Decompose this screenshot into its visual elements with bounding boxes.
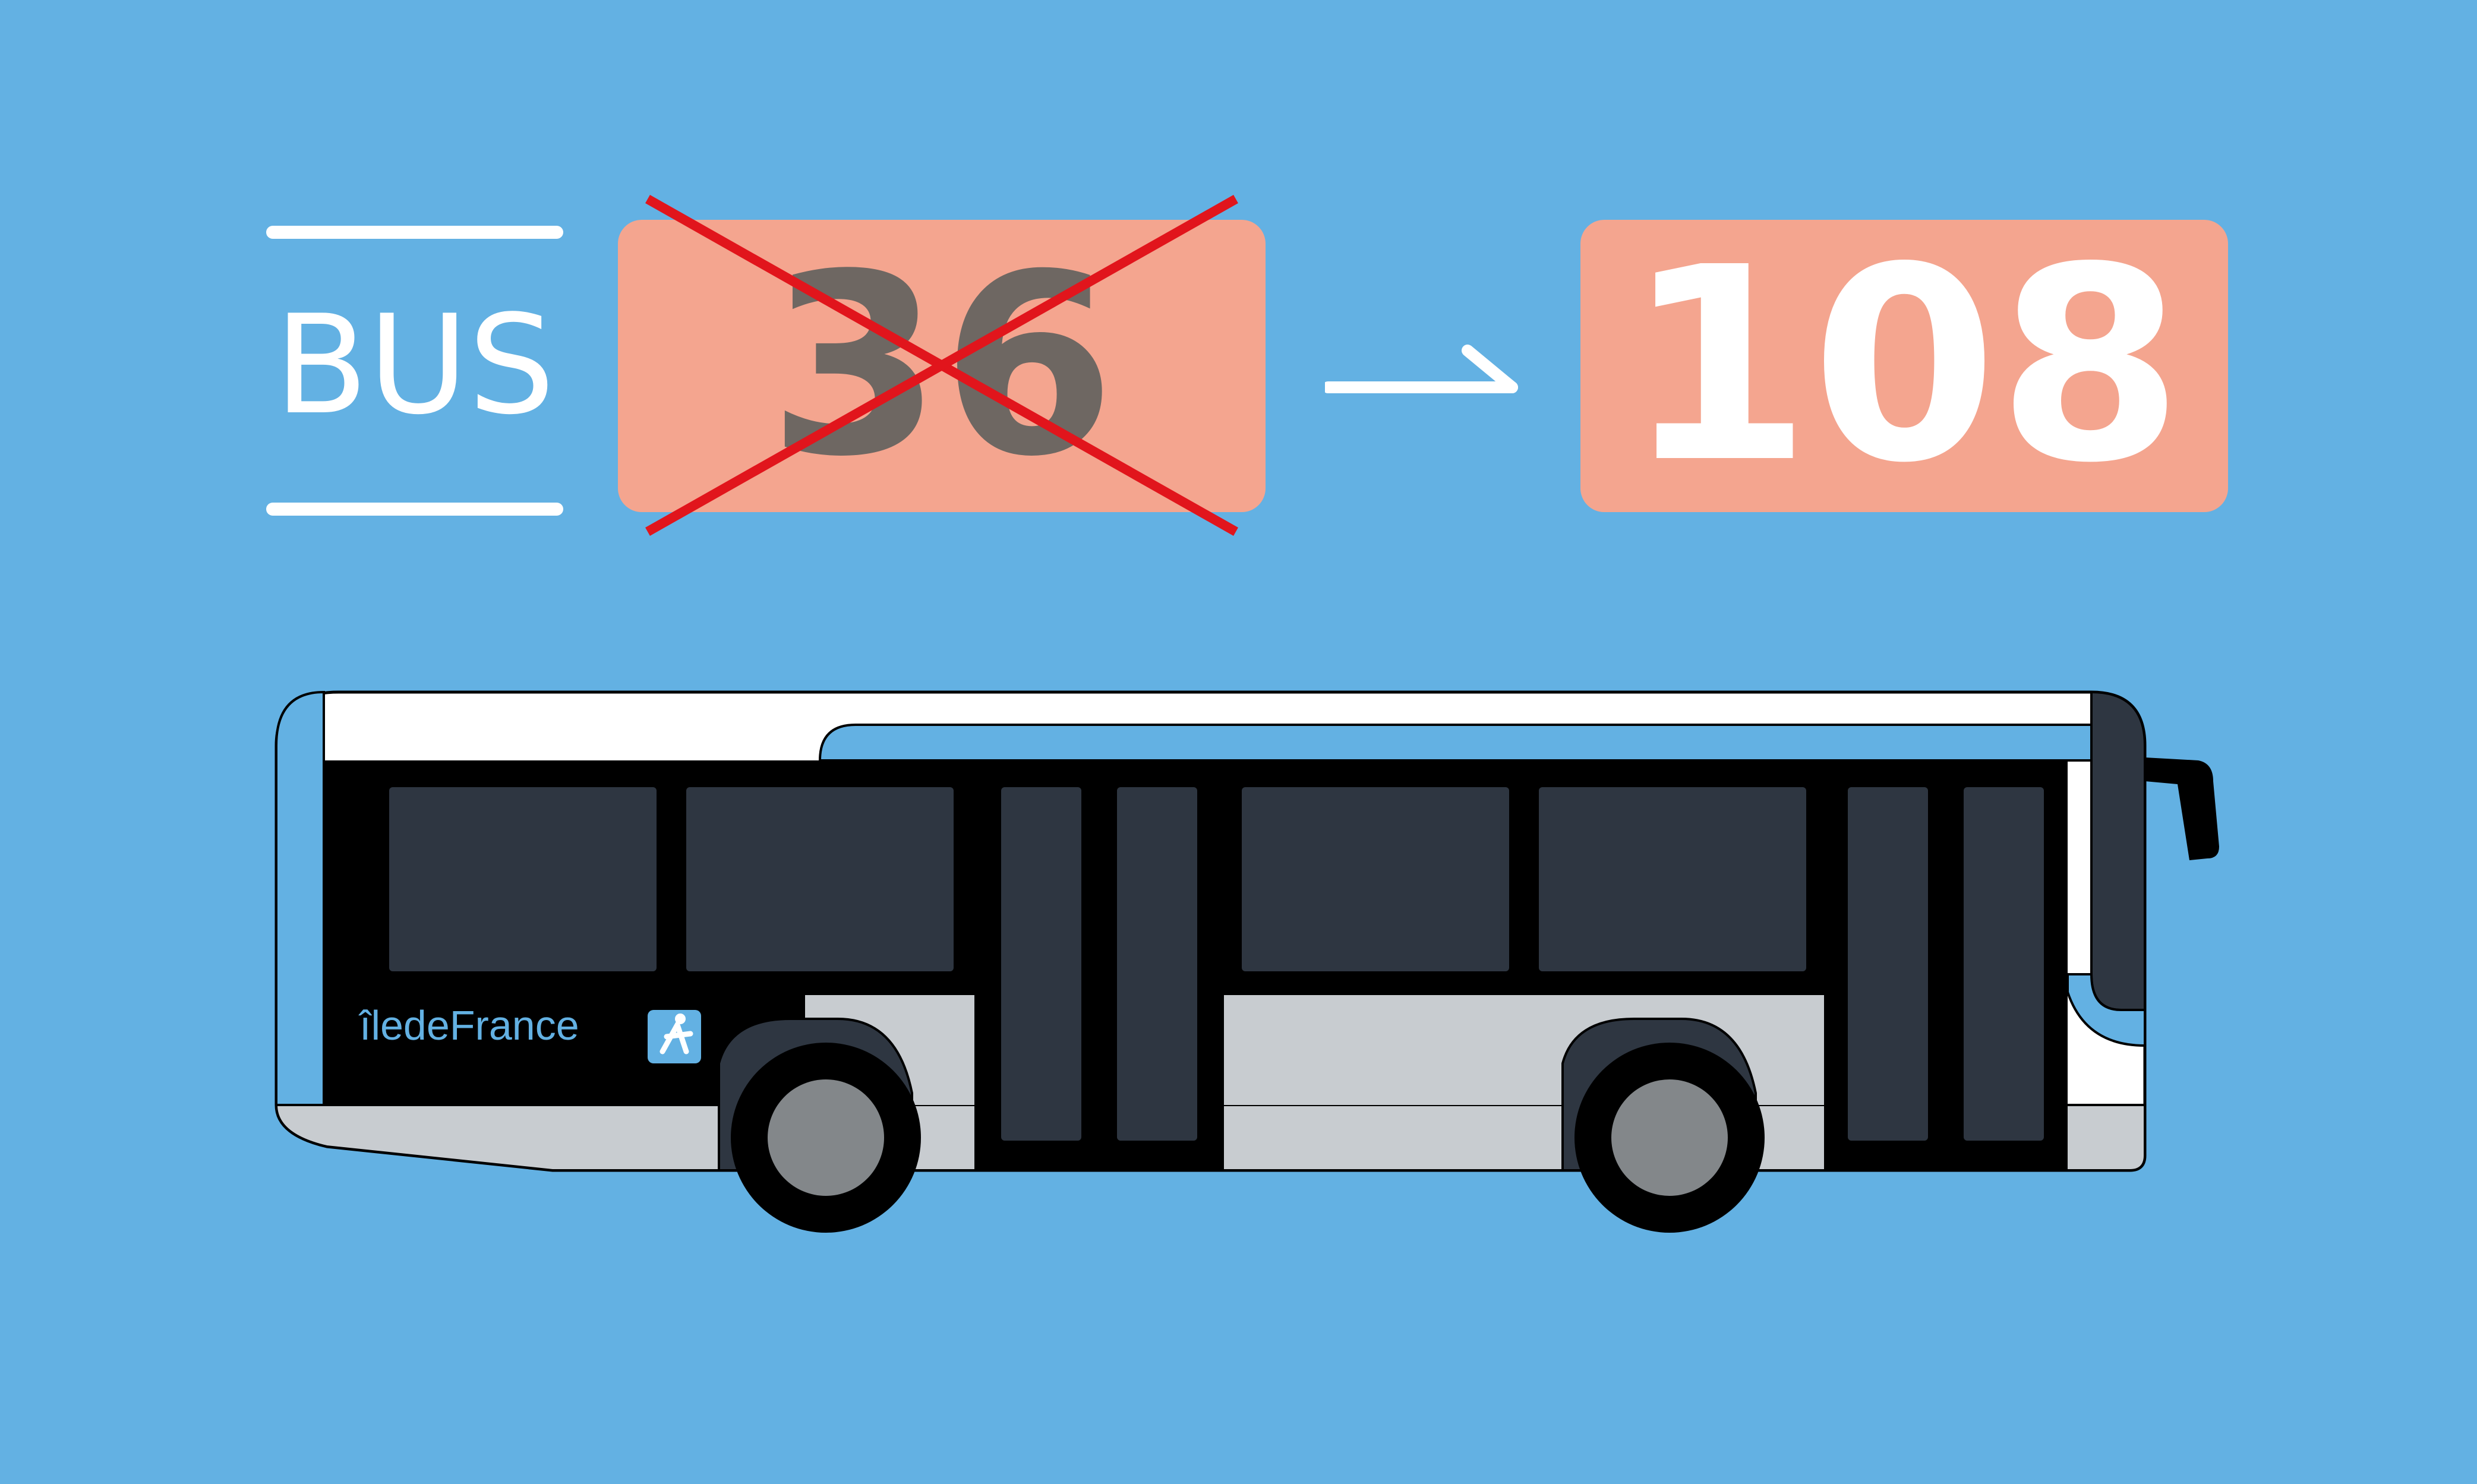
iledefrance-logo-text: îledeFrance [358,1002,579,1049]
arrow-right-icon [1325,345,1518,393]
bottom-rule [266,503,563,516]
bus-illustration: îledeFrance [274,690,2219,1233]
new-route-badge: 108 [1580,210,2228,522]
new-route-number: 108 [1625,210,2183,522]
strike-cross-icon [645,195,1238,536]
top-rule [266,226,563,239]
bus-label: BUS [274,286,556,445]
